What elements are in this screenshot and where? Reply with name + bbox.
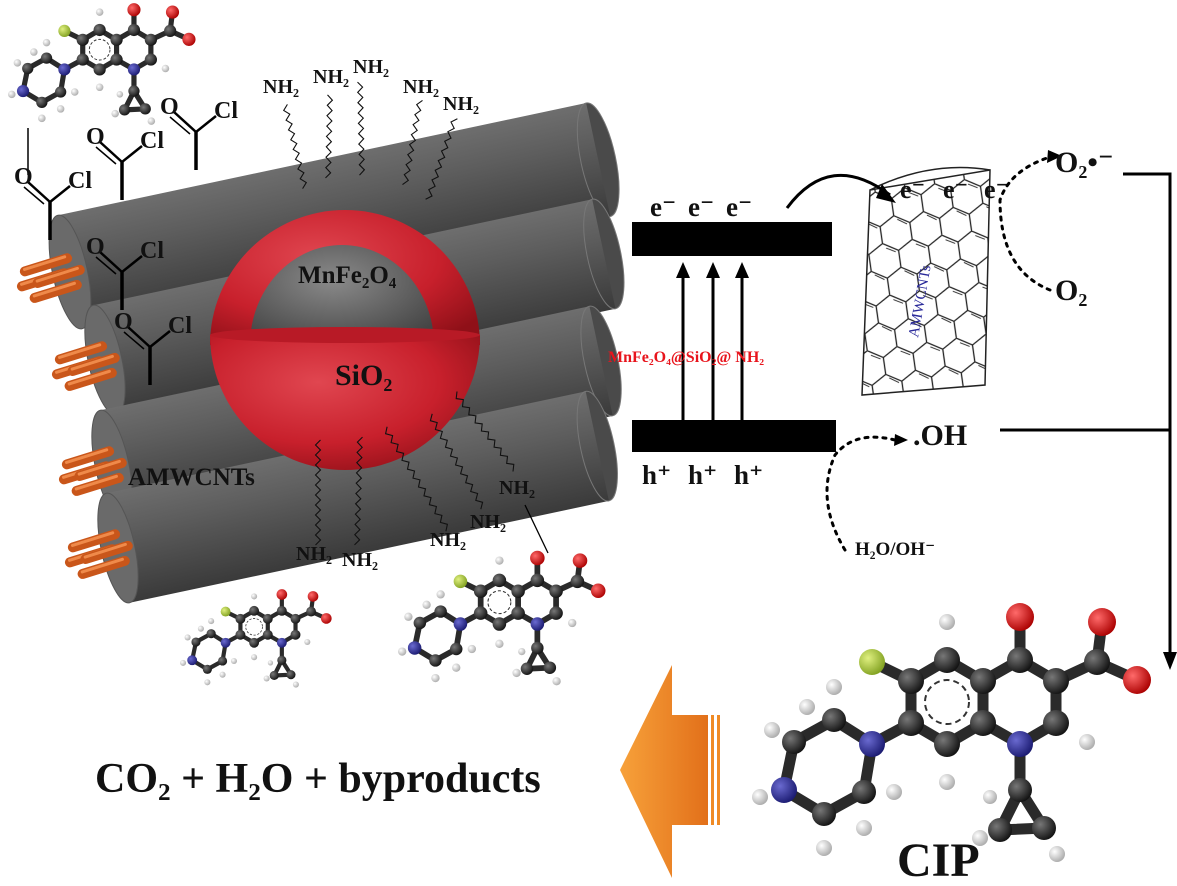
amine-linkers	[282, 81, 515, 546]
hole-label: h⁺	[642, 460, 671, 490]
chlorine-symbol: Cl	[214, 98, 238, 124]
bond-line	[524, 504, 549, 554]
electron-label: e⁻	[943, 175, 968, 204]
electron-label: e⁻	[900, 175, 925, 204]
catalyst-label: MnFe₂O₄@SiO₂@ NH₂	[608, 349, 764, 366]
valence-band	[632, 420, 836, 452]
oxygen-symbol: O	[86, 234, 105, 260]
rod	[29, 279, 82, 303]
oxygen-symbol: O	[14, 164, 33, 190]
rod	[67, 529, 121, 553]
rod	[32, 264, 85, 288]
chlorine-symbol: Cl	[140, 128, 164, 154]
nanotube-illustration: AMWCNTs e⁻ e⁻ e⁻	[861, 166, 1009, 396]
oxygen-symbol: O	[114, 309, 133, 335]
core-shell-nanoparticle	[210, 210, 480, 470]
hydroxyl-formation-path	[825, 435, 897, 552]
rod	[64, 367, 117, 391]
hydroxyl-label: .OH	[913, 419, 967, 452]
degradation-arrow	[620, 665, 720, 878]
oxygen-label: O₂	[1055, 274, 1087, 307]
cip-molecule-bottom-middle	[398, 551, 605, 686]
cip-molecule-bottom-left	[180, 589, 332, 687]
rod	[54, 341, 108, 365]
amine-label: NH₂	[342, 549, 378, 571]
products-label: CO₂ + H₂O + byproducts	[95, 756, 541, 802]
oxygen-symbol: O	[86, 124, 105, 150]
electron-label: e⁻	[650, 192, 676, 222]
rod	[71, 472, 124, 496]
rod	[74, 457, 127, 481]
rod	[19, 253, 73, 277]
chlorine-symbol: Cl	[68, 168, 92, 194]
conduction-band	[632, 222, 832, 256]
amine-label: NH₂	[313, 66, 349, 88]
transfer-arrow	[785, 173, 891, 209]
shell-label: SiO₂	[335, 359, 392, 392]
rod	[61, 446, 115, 470]
nanotube	[64, 390, 618, 604]
amine-label: NH₂	[499, 477, 535, 499]
hole-label: h⁺	[688, 460, 717, 490]
amine-label: NH₂	[353, 56, 389, 78]
oxygen-reduction-path	[998, 155, 1052, 292]
acyl-chloride: O Cl	[114, 309, 192, 387]
oxygen-symbol: O	[160, 94, 179, 120]
electron-label: e⁻	[984, 175, 1009, 204]
amine-label: NH₂	[430, 529, 466, 551]
amine-label: NH₂	[470, 511, 506, 533]
nanotubes-label: AMWCNTs	[128, 464, 255, 491]
sio2-shell	[210, 335, 480, 470]
hole-label: h⁺	[734, 460, 763, 490]
reaction-connectors	[1000, 172, 1172, 655]
amine-label: NH₂	[443, 93, 479, 115]
chlorine-symbol: Cl	[168, 313, 192, 339]
rod	[80, 540, 133, 564]
cip-molecule-large	[752, 603, 1151, 862]
acyl-chloride: O Cl	[160, 94, 238, 172]
electron-label: e⁻	[688, 192, 714, 222]
band-diagram: e⁻ e⁻ e⁻ h⁺ h⁺ h⁺ MnFe₂O₄@SiO₂@ NH₂	[608, 192, 836, 490]
acyl-chloride: O Cl	[86, 124, 164, 202]
amine-label: NH₂	[403, 76, 439, 98]
acyl-chloride: O Cl	[86, 234, 164, 312]
core-label: MnFe₂O₄	[298, 262, 397, 289]
rod	[77, 555, 130, 579]
superoxide-label: O₂•⁻	[1055, 146, 1114, 179]
amine-label: NH₂	[263, 76, 299, 98]
pollutant-label: CIP	[897, 834, 980, 886]
amine-label: NH₂	[296, 543, 332, 565]
mnfe2o4-core	[250, 245, 434, 345]
acyl-chloride: O Cl	[14, 164, 92, 242]
rod	[67, 352, 120, 376]
electron-label: e⁻	[726, 192, 752, 222]
excitation-arrows	[681, 272, 744, 420]
water-label: H₂O/OH⁻	[855, 539, 935, 560]
chlorine-symbol: Cl	[140, 238, 164, 264]
